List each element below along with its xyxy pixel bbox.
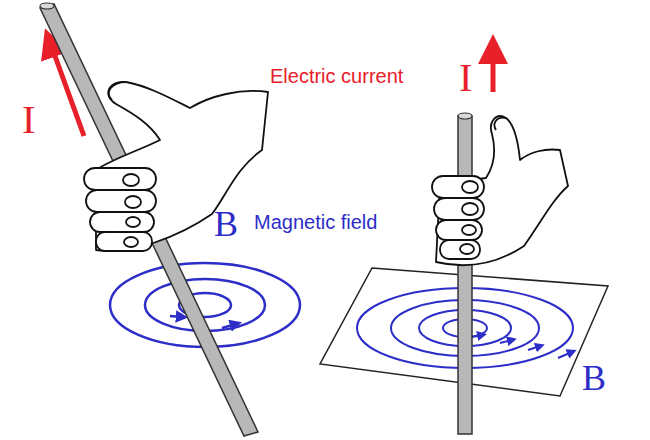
field-symbol: B — [214, 206, 238, 242]
right-hand — [84, 82, 268, 251]
current-label: Electric current — [270, 66, 403, 86]
field-label: Magnetic field — [254, 212, 377, 232]
conductor-rod — [40, 3, 258, 436]
field-symbol: B — [582, 360, 606, 396]
current-arrow — [491, 40, 496, 92]
right-hand — [432, 116, 568, 265]
current-symbol: I — [22, 100, 35, 140]
current-symbol: I — [459, 58, 472, 98]
conductor-rod — [458, 113, 472, 434]
